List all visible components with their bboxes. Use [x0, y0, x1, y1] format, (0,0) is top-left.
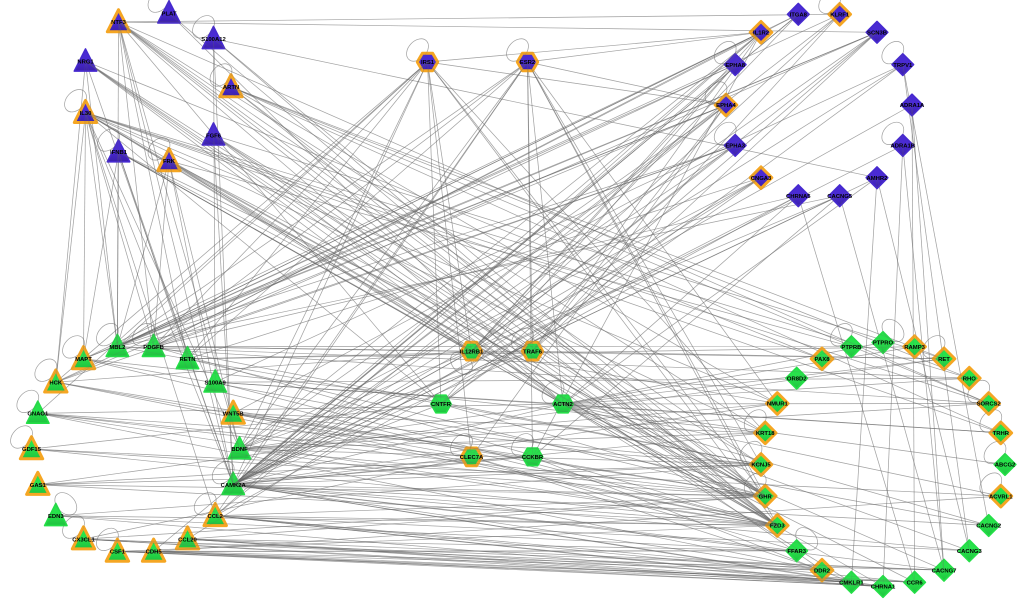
svg-text:CNGA3: CNGA3 [751, 176, 772, 182]
svg-text:PLAT: PLAT [162, 11, 177, 17]
svg-text:MAPT: MAPT [75, 357, 92, 363]
svg-text:CACNG7: CACNG7 [932, 568, 958, 574]
svg-text:CLEC7A: CLEC7A [460, 455, 484, 461]
svg-text:ESR2: ESR2 [520, 60, 536, 66]
svg-text:CMKLR1: CMKLR1 [839, 581, 864, 587]
svg-text:RAMP3: RAMP3 [904, 345, 925, 351]
svg-text:EPHA4: EPHA4 [716, 103, 736, 109]
svg-text:AMHR2: AMHR2 [867, 176, 889, 182]
svg-text:FFAR3: FFAR3 [787, 549, 806, 555]
svg-text:TRPV1: TRPV1 [893, 63, 913, 69]
svg-text:S100A12: S100A12 [201, 37, 226, 43]
svg-text:CACNG3: CACNG3 [957, 549, 983, 555]
svg-text:CCL20: CCL20 [178, 537, 197, 543]
svg-text:BDNF: BDNF [231, 447, 248, 453]
svg-text:IL1R2: IL1R2 [753, 31, 770, 37]
svg-text:IL30: IL30 [80, 111, 93, 117]
svg-text:IRS1: IRS1 [421, 60, 435, 66]
svg-text:S100A9: S100A9 [205, 380, 227, 386]
svg-text:SCN3B: SCN3B [867, 31, 887, 37]
svg-text:CCR6: CCR6 [907, 581, 924, 587]
svg-text:RHO: RHO [963, 376, 977, 382]
svg-text:CNTFR: CNTFR [431, 402, 452, 408]
svg-text:NMUR1: NMUR1 [767, 402, 789, 408]
svg-text:EDN3: EDN3 [48, 514, 64, 520]
svg-text:FRK: FRK [163, 159, 176, 165]
svg-text:WNT5B: WNT5B [223, 412, 244, 418]
svg-text:KCNJ5: KCNJ5 [751, 463, 771, 469]
svg-text:DDR2: DDR2 [814, 568, 831, 574]
svg-text:GNAO1: GNAO1 [27, 412, 49, 418]
svg-text:FZD3: FZD3 [770, 524, 785, 530]
svg-text:HCK: HCK [49, 380, 63, 386]
svg-text:ITGA8: ITGA8 [790, 13, 808, 19]
svg-text:ACVRL1: ACVRL1 [989, 494, 1013, 500]
svg-text:EPHA3: EPHA3 [725, 144, 745, 150]
svg-text:CSF1: CSF1 [110, 550, 126, 556]
svg-text:CCL2: CCL2 [208, 514, 224, 520]
svg-text:PDGFB: PDGFB [143, 345, 164, 351]
svg-text:CDH5: CDH5 [146, 550, 163, 556]
svg-text:NTF3: NTF3 [111, 20, 126, 26]
svg-text:ARTN: ARTN [223, 85, 239, 91]
svg-text:CX3CL1: CX3CL1 [72, 537, 95, 543]
svg-text:TRAF6: TRAF6 [523, 349, 543, 355]
svg-text:ADRA1B: ADRA1B [891, 144, 916, 150]
svg-text:RET: RET [938, 357, 950, 363]
svg-text:PTPRB: PTPRB [841, 345, 861, 351]
svg-text:EPHA8: EPHA8 [725, 63, 745, 69]
svg-text:MBL2: MBL2 [109, 345, 126, 351]
svg-text:KLRF1: KLRF1 [830, 13, 850, 19]
svg-text:PTPRO: PTPRO [873, 341, 894, 347]
svg-text:IL12RB1: IL12RB1 [460, 349, 484, 355]
svg-text:CCKBR: CCKBR [522, 455, 544, 461]
svg-text:ACTN2: ACTN2 [553, 402, 573, 408]
svg-text:TRHR: TRHR [993, 431, 1010, 437]
svg-text:GHR: GHR [759, 494, 773, 500]
svg-text:ADRA1A: ADRA1A [900, 103, 925, 109]
svg-text:IFNB1: IFNB1 [110, 150, 128, 156]
svg-text:OR8D2: OR8D2 [787, 376, 807, 382]
svg-text:GDF15: GDF15 [22, 447, 42, 453]
svg-text:FGF6: FGF6 [206, 133, 222, 139]
svg-text:PAX8: PAX8 [815, 357, 831, 363]
svg-text:SORCS2: SORCS2 [977, 402, 1002, 408]
svg-text:CACNG2: CACNG2 [976, 524, 1002, 530]
svg-text:CHRNA1: CHRNA1 [871, 585, 896, 591]
svg-text:CACNG5: CACNG5 [827, 194, 853, 200]
svg-text:CAMK2A: CAMK2A [221, 483, 247, 489]
svg-text:ABCG2: ABCG2 [995, 463, 1016, 469]
svg-text:GAS1: GAS1 [30, 483, 47, 489]
svg-text:KRT18: KRT18 [756, 431, 775, 437]
svg-text:CHRNA5: CHRNA5 [786, 194, 811, 200]
svg-text:NRG1: NRG1 [77, 60, 94, 66]
svg-text:RETN: RETN [179, 357, 195, 363]
